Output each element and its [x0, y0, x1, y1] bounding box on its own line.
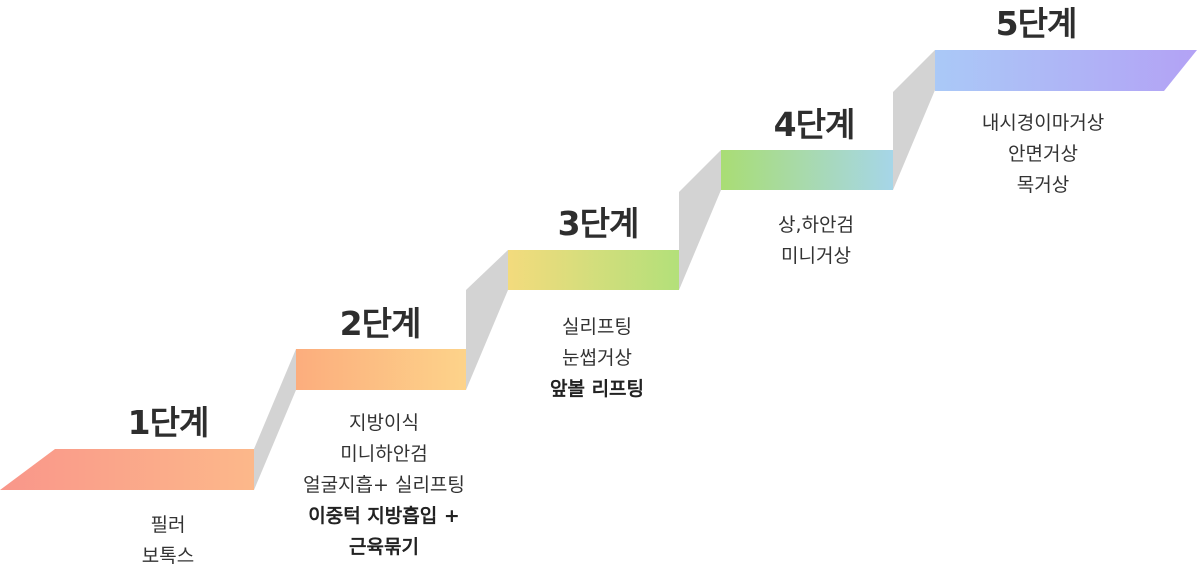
step-5-item-2: 안면거상 [1008, 143, 1078, 165]
step-3-title: 3단계 [557, 204, 640, 243]
step-1-list: 필러 보톡스 [142, 510, 194, 572]
step-4-item-1: 상,하안검 [778, 214, 854, 236]
step-5-item-3: 목거상 [1016, 174, 1070, 196]
step-3-list: 실리프팅 눈썹거상 앞볼 리프팅 [550, 312, 644, 405]
riser-2-3 [466, 250, 508, 390]
step-2-item-2: 미니하안검 [340, 443, 428, 465]
step-1-title: 1단계 [127, 403, 210, 442]
step-2-item-1: 지방이식 [349, 412, 419, 434]
step-2-item-4: 이중턱 지방흡입 + [308, 505, 460, 527]
step-3-item-2: 눈썹거상 [562, 347, 632, 369]
step-4-title: 4단계 [773, 105, 856, 144]
step-1-item-2: 보톡스 [141, 545, 195, 567]
step-2-list: 지방이식 미니하안검 얼굴지흡+ 실리프팅 이중턱 지방흡입 + 근육묶기 [303, 408, 465, 563]
step-1-item-1: 필러 [150, 514, 186, 536]
step-band-2 [296, 349, 466, 390]
step-band-3 [508, 250, 679, 290]
step-5-item-1: 내시경이마거상 [981, 112, 1105, 134]
step-2-title: 2단계 [339, 304, 422, 343]
step-2-item-3: 얼굴지흡+ 실리프팅 [303, 474, 465, 496]
step-4-list: 상,하안검 미니거상 [778, 210, 854, 272]
step-5-title: 5단계 [995, 4, 1078, 43]
riser-4-5 [893, 50, 935, 190]
step-band-5 [935, 50, 1197, 91]
step-3-item-1: 실리프팅 [562, 316, 632, 338]
step-5-list: 내시경이마거상 안면거상 목거상 [982, 108, 1104, 201]
riser-1-2 [254, 349, 296, 490]
step-4-item-2: 미니거상 [781, 245, 851, 267]
step-band-4 [721, 150, 893, 190]
step-band-1 [0, 449, 254, 490]
step-3-item-3: 앞볼 리프팅 [549, 378, 645, 400]
riser-3-4 [679, 150, 721, 290]
step-2-item-5: 근육묶기 [349, 536, 419, 558]
